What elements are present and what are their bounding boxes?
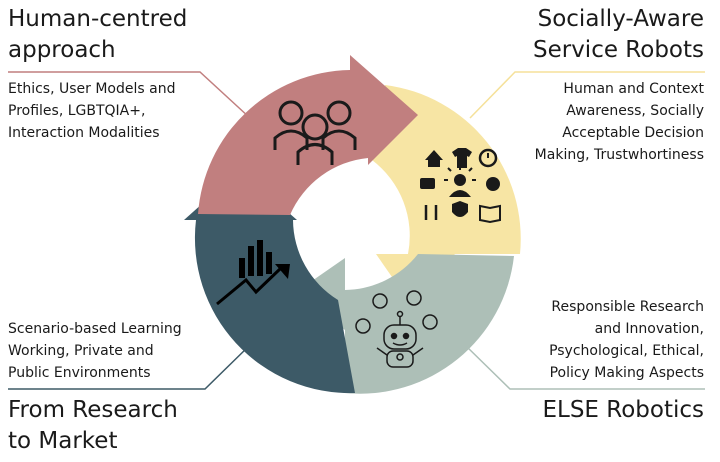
title-else-robotics: ELSE Robotics bbox=[542, 397, 704, 423]
connector-bottom-right bbox=[464, 344, 705, 390]
segment-socially-aware bbox=[372, 85, 521, 300]
segment-research-to-market bbox=[184, 170, 355, 394]
ring-segments bbox=[184, 55, 521, 394]
connector-bottom-left bbox=[8, 344, 251, 390]
growth-chart-icon bbox=[216, 240, 290, 306]
connector-top-right bbox=[469, 71, 705, 119]
title-research-to-market: From Research to Market bbox=[8, 397, 178, 454]
people-group-icon bbox=[273, 100, 357, 165]
thinking-robot-icon bbox=[355, 290, 438, 368]
segment-else-robotics bbox=[296, 254, 514, 394]
daily-activities-icon bbox=[420, 148, 501, 224]
desc-else-robotics: Responsible Research and Innovation, Psy… bbox=[549, 299, 704, 381]
desc-socially-aware: Human and Context Awareness, Socially Ac… bbox=[534, 81, 704, 163]
desc-research-to-market: Scenario-based Learning Working, Private… bbox=[8, 321, 182, 381]
connector-top-left bbox=[8, 71, 251, 119]
desc-human-centred: Ethics, User Models and Profiles, LGBTQI… bbox=[8, 81, 176, 141]
title-human-centred: Human-centred approach bbox=[8, 6, 188, 63]
title-socially-aware: Socially-Aware Service Robots bbox=[532, 6, 704, 63]
